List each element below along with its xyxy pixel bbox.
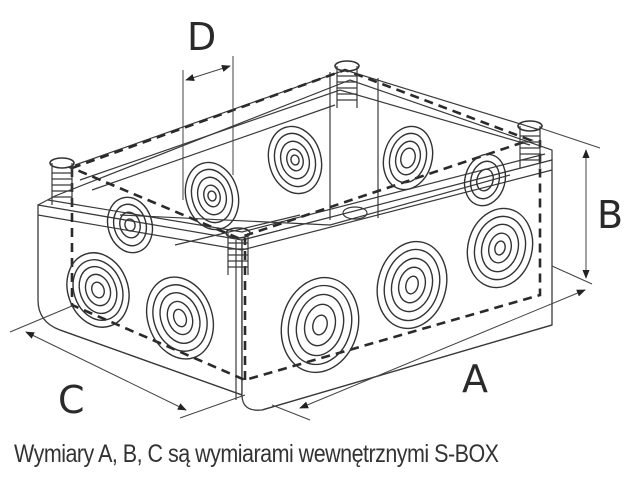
gland-icon (66, 252, 130, 328)
dimension-label-c: C (58, 378, 85, 422)
dimension-a: A (271, 289, 586, 421)
gland-icon (382, 125, 434, 191)
screw-icon (517, 120, 543, 168)
dimension-label-a: A (462, 357, 488, 401)
dimension-d: D (182, 15, 234, 200)
screw-icon (49, 157, 75, 205)
gland-icon (267, 125, 323, 195)
dimensions-caption: Wymiary A, B, C są wymiarami wewnętrznym… (14, 440, 499, 468)
junction-box-diagram: D B A C (9, 15, 623, 422)
gland-icon (466, 207, 534, 289)
dimension-label-b: B (597, 193, 623, 237)
gland-icon (463, 153, 507, 207)
screw-icon (225, 227, 251, 275)
inner-dimension-outline (68, 68, 542, 382)
dimension-label-d: D (187, 15, 216, 59)
corner-screws (49, 60, 543, 275)
gland-icon (184, 161, 240, 231)
dimension-b: B (539, 127, 623, 285)
gland-icon (145, 276, 215, 360)
dimension-c: C (9, 305, 246, 422)
gland-icon (106, 196, 154, 254)
screw-icon (334, 60, 360, 108)
